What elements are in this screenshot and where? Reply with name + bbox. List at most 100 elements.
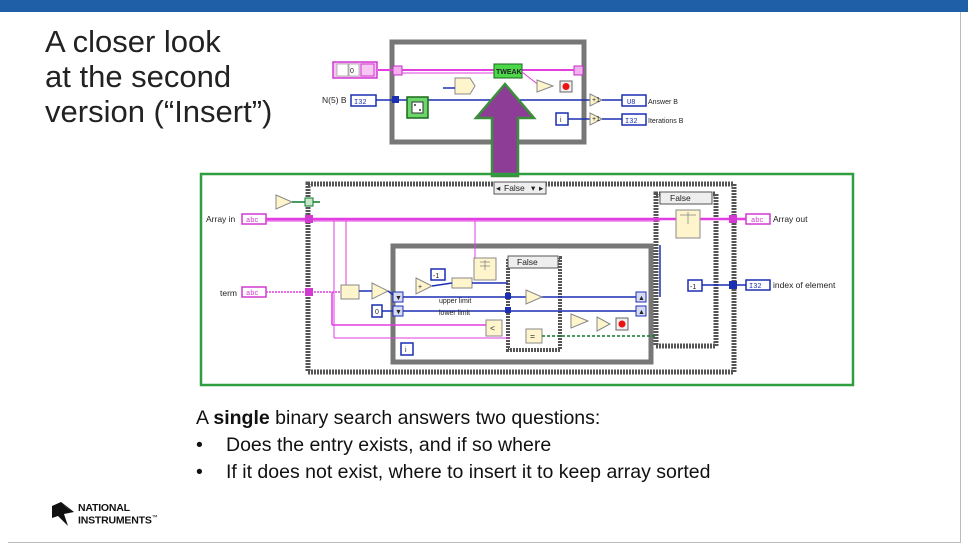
array-element-box: [360, 63, 375, 77]
equal-text: =: [530, 331, 535, 341]
top-accent-bar: [0, 0, 968, 12]
stop-icon: [562, 83, 570, 90]
tweak-label: TWEAK: [496, 69, 522, 76]
trademark: ™: [151, 514, 158, 521]
boolean-tunnel: [304, 197, 314, 207]
loop-iteration-terminal: [400, 342, 414, 356]
equal-zero-node: [536, 79, 555, 93]
tunnel: [305, 215, 313, 223]
index-terminal[interactable]: [745, 279, 771, 291]
up-arrow-icon: [473, 82, 537, 178]
tunnel: [505, 307, 511, 313]
array-size-node: [340, 284, 360, 300]
highlight-frame: [199, 172, 855, 387]
outer-case-label: False: [504, 183, 525, 193]
case-prev-icon: ◂: [496, 183, 501, 193]
n-label: N(5) B: [322, 95, 347, 105]
neg1-constant[interactable]: [430, 268, 446, 281]
loop-index-text: i: [405, 347, 407, 354]
tweak-subvi: [493, 63, 523, 79]
or-node: [596, 316, 612, 332]
answer-label: Answer B: [648, 99, 678, 106]
term-label: term: [220, 288, 237, 298]
case-next-icon: ▸: [539, 183, 544, 193]
bullet-intro-post: binary search answers two questions:: [269, 407, 601, 429]
less-than-node: [485, 319, 503, 337]
shift-register-left: [392, 65, 403, 76]
shift-arrow-icon: ▼: [395, 309, 402, 316]
upper-limit-label: upper limit: [439, 298, 471, 305]
bottom-diagram: False ◂ ▾ ▸ False False Array in abc ter…: [206, 181, 836, 375]
loop-iteration-terminal: [555, 112, 569, 126]
shift-register-right: [573, 65, 584, 76]
add-icon: +: [418, 284, 422, 291]
bullet-item: • If it does not exist, where to insert …: [196, 459, 710, 486]
increment-label: +1: [592, 97, 600, 104]
array-value-text: 0: [350, 68, 354, 75]
n-type: I32: [354, 99, 367, 107]
less-than-text: <: [490, 323, 495, 333]
ni-logo: NATIONAL INSTRUMENTS™: [52, 501, 158, 527]
inner-case-label: False: [517, 257, 538, 267]
bullet-intro-pre: A: [196, 407, 214, 429]
answer-type: U8: [627, 99, 635, 107]
index-label: index of element: [773, 280, 836, 290]
stop-icon: [618, 320, 626, 328]
iterations-type: I32: [625, 118, 638, 126]
increment-node-2: [589, 112, 604, 126]
iterations-label: Iterations B: [648, 118, 684, 125]
array-in-type: abc: [246, 217, 259, 225]
tunnel: [729, 281, 737, 289]
index-type: I32: [749, 283, 762, 291]
tunnel: [305, 288, 313, 296]
inner-case-selector[interactable]: [507, 255, 559, 269]
bullet-item-text: Does the entry exists, and if so where: [226, 434, 552, 456]
eagle-icon: [52, 502, 74, 526]
shift-arrow-icon: ▲: [638, 295, 645, 302]
bullet-text-block: A single binary search answers two quest…: [196, 405, 710, 486]
iterations-indicator[interactable]: [621, 113, 647, 126]
array-in-label: Array in: [206, 214, 236, 224]
bullet-dot-icon: •: [196, 461, 203, 483]
array-out-type: abc: [751, 217, 764, 225]
term-type: abc: [246, 290, 259, 298]
dice-pip: [419, 109, 421, 111]
increment-node: [589, 93, 604, 107]
while-loop-frame: [389, 39, 587, 145]
bullet-intro: A single binary search answers two quest…: [196, 405, 710, 432]
tunnel: [729, 215, 737, 223]
wire: [431, 282, 453, 287]
increment-label-2: +1: [592, 116, 600, 123]
dice-pip: [414, 104, 416, 106]
outer-case-selector[interactable]: [493, 181, 547, 195]
right-case-label: False: [670, 193, 691, 203]
inner-decrement-node: [525, 289, 544, 305]
case-dropdown-icon: ▾: [531, 183, 536, 193]
right-case-selector[interactable]: [659, 191, 713, 205]
dice-icon: [411, 101, 424, 114]
logo-line2: INSTRUMENTS™: [78, 513, 158, 527]
zero-constant-text: 0: [375, 309, 379, 316]
neg1-constant-right-text: -1: [690, 284, 696, 291]
shift-arrow-icon: ▲: [638, 309, 645, 316]
lower-limit-label: lower limit: [439, 310, 470, 317]
array-index-box: [336, 63, 349, 77]
logo-line2-text: INSTRUMENTS: [78, 514, 152, 527]
array-value-box: [348, 63, 360, 77]
slide-title: A closer look at the second version (“In…: [45, 24, 273, 129]
bullet-dot-icon: •: [196, 434, 203, 456]
empty-array-node: [275, 194, 294, 210]
add-node: [415, 277, 434, 295]
bullet-item: • Does the entry exists, and if so where: [196, 432, 710, 459]
array-out-label: Array out: [773, 214, 808, 224]
while-loop-frame: [390, 243, 654, 365]
shift-arrow-icon: ▼: [395, 295, 402, 302]
logo-line1: NATIONAL: [78, 501, 130, 514]
neg1-constant-text: -1: [433, 273, 439, 280]
decrement-node: [371, 282, 390, 300]
compare-node: [570, 313, 590, 329]
array-out-terminal[interactable]: [745, 213, 771, 225]
shift-node: [451, 277, 473, 289]
bullet-intro-bold: single: [213, 407, 270, 429]
